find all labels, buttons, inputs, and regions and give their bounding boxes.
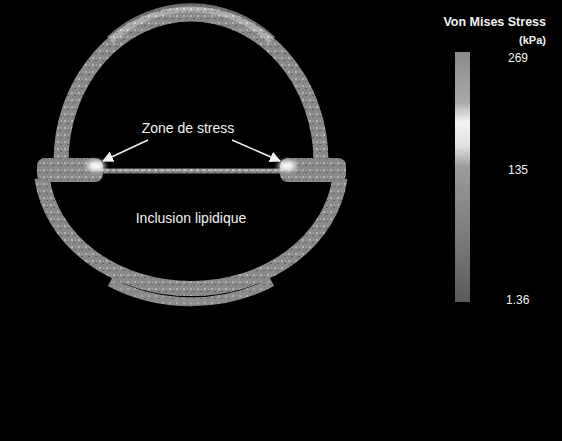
stress-zone <box>278 161 296 171</box>
inner-membrane <box>100 169 284 171</box>
inclusion-region: Inclusion lipidique <box>130 206 253 230</box>
cell-ring <box>61 14 321 162</box>
leader-arrow <box>103 140 148 161</box>
scale-title: (kPa) <box>519 34 546 46</box>
scale-value: 269 <box>508 51 528 65</box>
leader-arrow <box>232 140 280 161</box>
inner-membrane <box>100 169 284 174</box>
callout-label: Zone de stress <box>142 120 235 136</box>
ring-highlight <box>110 282 272 302</box>
scale-title: Von Mises Stress <box>443 15 546 29</box>
stress-zone <box>87 161 105 171</box>
region-label: Inclusion lipidique <box>130 210 253 226</box>
scale-value: 135 <box>508 163 528 177</box>
color-scale <box>455 52 470 302</box>
ring-highlight <box>110 8 272 40</box>
scale-value: 1.36 <box>506 293 529 307</box>
inclusion-ring <box>42 178 340 289</box>
